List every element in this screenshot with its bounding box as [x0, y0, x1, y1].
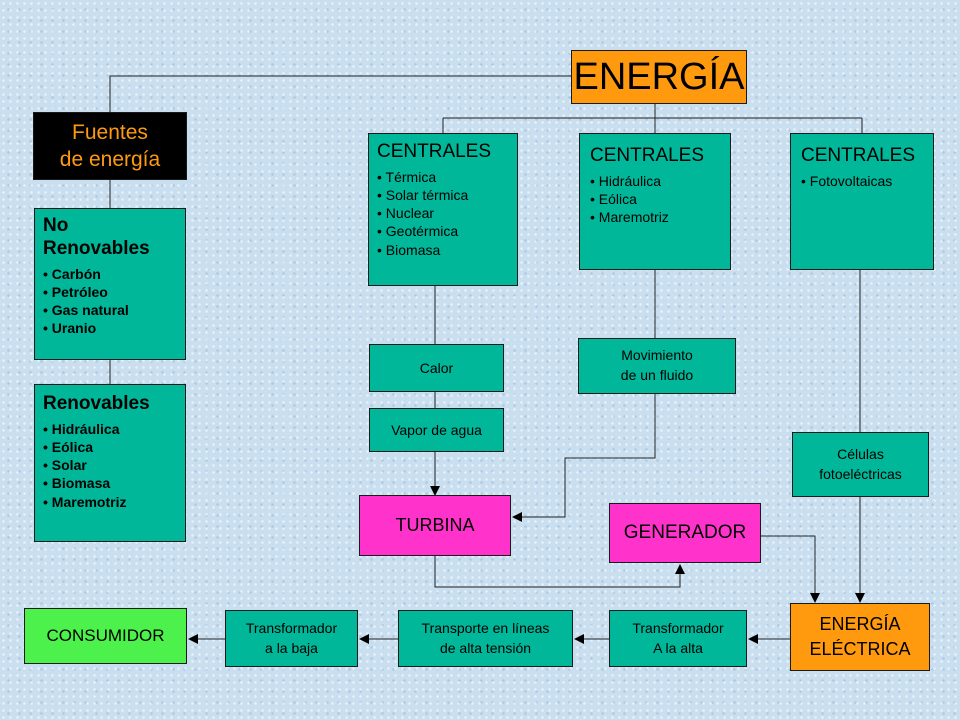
list-item: Solar — [43, 456, 177, 474]
centrales-heading: CENTRALES — [377, 141, 492, 162]
generador-label: GENERADOR — [623, 522, 747, 543]
transporte-alta-tension-box: Transporte en líneas de alta tensión — [398, 610, 573, 667]
celulas-fotoelectricas-box: Células fotoeléctricas — [792, 432, 929, 497]
list-item: Maremotriz — [590, 208, 720, 226]
list-item: Gas natural — [43, 301, 177, 319]
list-item: Hidráulica — [590, 172, 720, 190]
transformador-alta-label: Transformador A la alta — [632, 619, 724, 656]
consumidor-label: CONSUMIDOR — [46, 626, 165, 645]
calor-label: Calor — [419, 360, 454, 376]
energia-title: ENERGÍA — [573, 55, 745, 98]
list-item: Petróleo — [43, 283, 177, 301]
transformador-baja-box: Transformador a la baja — [225, 610, 358, 667]
energia-electrica-label: ENERGÍA ELÉCTRICA — [809, 613, 911, 659]
vapor-de-agua-label: Vapor de agua — [391, 422, 482, 438]
transporte-alta-tension-label: Transporte en líneas de alta tensión — [421, 619, 550, 656]
list-item: Geotérmica — [377, 222, 509, 240]
renovables-box: Renovables Hidráulica Eólica Solar Bioma… — [34, 384, 186, 542]
list-item: Biomasa — [43, 474, 177, 492]
centrales-heading: CENTRALES — [801, 145, 916, 166]
generador-box: GENERADOR — [609, 503, 761, 563]
list-item: Térmica — [377, 168, 509, 186]
fuentes-de-energia-box: Fuentes de energía — [33, 112, 187, 180]
list-item: Solar térmica — [377, 186, 509, 204]
transformador-baja-label: Transformador a la baja — [245, 619, 338, 656]
fuentes-de-energia-label: Fuentes de energía — [59, 120, 161, 171]
renovables-heading: Renovables — [43, 393, 150, 414]
transformador-alta-box: Transformador A la alta — [609, 610, 747, 667]
turbina-box: TURBINA — [359, 495, 511, 556]
centrales-fotovoltaicas-box: CENTRALES Fotovoltaicas — [790, 133, 934, 270]
energia-title-box: ENERGÍA — [571, 50, 747, 104]
celulas-fotoelectricas-label: Células fotoeléctricas — [819, 445, 902, 482]
list-item: Nuclear — [377, 204, 509, 222]
list-item: Eólica — [43, 438, 177, 456]
no-renovables-box: No Renovables Carbón Petróleo Gas natura… — [34, 208, 186, 360]
centrales-heading: CENTRALES — [590, 145, 705, 166]
vapor-de-agua-box: Vapor de agua — [369, 408, 504, 452]
energia-electrica-box: ENERGÍA ELÉCTRICA — [790, 603, 930, 671]
centrales-hidraulica-box: CENTRALES Hidráulica Eólica Maremotriz — [579, 133, 731, 270]
movimiento-fluido-box: Movimiento de un fluido — [578, 338, 736, 394]
list-item: Fotovoltaicas — [801, 172, 923, 190]
calor-box: Calor — [369, 344, 504, 392]
consumidor-box: CONSUMIDOR — [24, 608, 187, 664]
list-item: Maremotriz — [43, 493, 177, 511]
list-item: Carbón — [43, 265, 177, 283]
centrales-termica-box: CENTRALES Térmica Solar térmica Nuclear … — [368, 133, 518, 286]
list-item: Biomasa — [377, 241, 509, 259]
movimiento-fluido-label: Movimiento de un fluido — [620, 347, 694, 383]
no-renovables-heading: No Renovables — [43, 215, 150, 259]
list-item: Uranio — [43, 319, 177, 337]
turbina-label: TURBINA — [395, 515, 475, 535]
list-item: Hidráulica — [43, 420, 177, 438]
list-item: Eólica — [590, 190, 720, 208]
